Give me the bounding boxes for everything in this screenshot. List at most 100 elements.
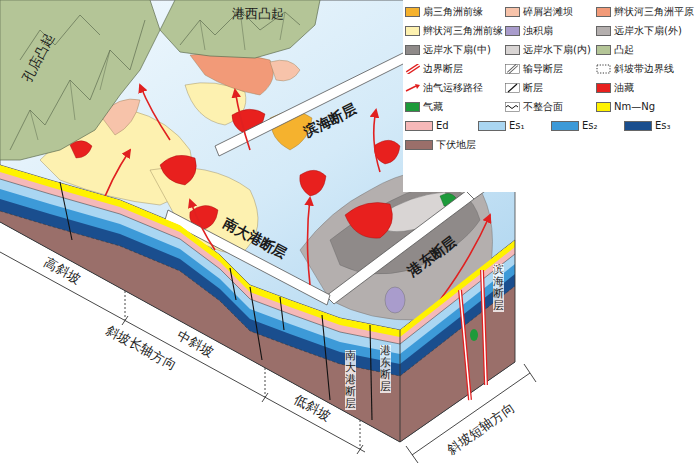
legend-text: 远岸水下扇(内): [523, 44, 591, 56]
fault-strips-part: [215, 52, 405, 156]
legend-item: Es₁: [478, 120, 525, 132]
legend-item: 输导断层: [505, 63, 563, 75]
legend-item: Ed: [405, 120, 449, 132]
legend-text: 碎屑岩滩坝: [523, 6, 573, 18]
fault-name: 滨海断层: [493, 264, 504, 312]
legend-item: 远岸水下扇(中): [405, 44, 491, 56]
legend-symbol: [505, 102, 520, 112]
uplift-mountains-part: [160, 0, 320, 58]
legend-item: 斜坡带边界线: [596, 63, 674, 75]
legend-swatch: [596, 102, 611, 112]
legend-swatch: [405, 26, 420, 36]
block-edges: [0, 222, 515, 442]
oil-pools-part: [70, 141, 92, 158]
legend-text: 凸起: [614, 44, 634, 56]
legend-text: 油气运移路径: [423, 82, 483, 94]
fault-strips-part: [326, 191, 474, 304]
legend-swatch: [405, 45, 420, 55]
legend-line-sample: [405, 83, 420, 93]
legend-text: 输导断层: [523, 63, 563, 75]
section-faults-part: [322, 315, 330, 400]
legend-swatch: [596, 83, 611, 93]
axis-label: 斜坡长轴方向: [103, 322, 179, 373]
section-faults-part: [370, 325, 372, 420]
legend-swatch: [596, 26, 611, 36]
legend-swatch: [624, 121, 652, 131]
legend-item: Es₃: [624, 120, 671, 132]
legend-text: 断层: [523, 82, 543, 94]
legend-swatch: [596, 45, 611, 55]
legend-ground: [403, 0, 700, 192]
oil-pools-part: [160, 155, 196, 185]
legend-swatch: [405, 7, 420, 17]
legend-swatch: [505, 7, 520, 17]
legend-symbol: [505, 64, 520, 74]
slope-axis-lines-part: [262, 393, 268, 402]
slope-axis-lines-part: [524, 364, 536, 382]
legend-item: 远岸水下扇(外): [596, 25, 682, 37]
legend-item: 油气运移路径: [405, 82, 483, 94]
uplift-name: 港西凸起: [232, 6, 284, 22]
legend-symbol: [405, 83, 420, 93]
legend-symbol: [505, 83, 520, 93]
section-faults-part: [230, 268, 236, 300]
legend-text: 辫状河三角洲平原: [614, 6, 694, 18]
slope-axis-lines-part: [360, 420, 361, 449]
slope-axis-lines-part: [125, 291, 126, 320]
legend-swatch: [596, 7, 611, 17]
legend-swatch: [551, 121, 579, 131]
legend-symbol: [405, 64, 420, 74]
legend-swatch: [405, 140, 433, 150]
oil-pools-part: [300, 170, 326, 196]
legend-item: 浊积扇: [505, 25, 553, 37]
axis-label: 斜坡短轴方向: [445, 400, 518, 457]
legend-item: 辫状河三角洲平原: [596, 6, 694, 18]
boundary-faults-part: [482, 270, 486, 385]
legend-item: 气藏: [405, 101, 443, 113]
migration-arrows-part: [235, 90, 250, 150]
uplift-mountains: [0, 0, 320, 160]
legend-item: 碎屑岩滩坝: [505, 6, 573, 18]
slope-axis-lines-part: [357, 445, 363, 454]
legend-text: Es₁: [509, 120, 525, 132]
legend-item: Nm—Ng: [596, 101, 655, 113]
section-faults-part: [60, 182, 72, 240]
subaqueous-fan-part: [385, 287, 405, 313]
legend-text: Ed: [436, 120, 449, 132]
legend-swatch: [405, 102, 420, 112]
legend-text: 气藏: [423, 101, 443, 113]
legend-line-sample: [405, 64, 420, 74]
legend-item: 断层: [505, 82, 543, 94]
legend-text: 浊积扇: [523, 25, 553, 37]
legend-text: 油藏: [614, 82, 634, 94]
legend-text: Es₂: [582, 120, 598, 132]
legend-text: 边界断层: [423, 63, 463, 75]
legend-text: Es₃: [655, 120, 671, 132]
legend-item: 边界断层: [405, 63, 463, 75]
fault-name: 南大港断层: [345, 350, 356, 410]
front-strata-part: [0, 211, 400, 376]
fan-delta-patches-part: [270, 60, 300, 81]
slope-axis-lines-part: [122, 316, 128, 325]
fan-delta-patches-part: [190, 53, 273, 95]
legend-text: 下伏地层: [436, 139, 476, 151]
legend-item: 扇三角洲前缘: [405, 6, 483, 18]
boundary-faults-part: [460, 290, 470, 400]
legend-swatch: [505, 26, 520, 36]
legend-line-sample: [505, 83, 520, 93]
legend-item: Es₂: [551, 120, 598, 132]
migration-arrows-part: [308, 198, 311, 285]
fault-name: 港东断层: [380, 345, 391, 393]
section-faults-part: [250, 287, 262, 360]
slope-axis-lines-part: [406, 446, 418, 463]
legend-text: 辫状河三角洲前缘: [423, 25, 503, 37]
legend-line-sample: [596, 64, 611, 74]
legend-swatch: [478, 121, 506, 131]
boundary-faults-part: [470, 329, 478, 341]
legend-line-sample: [505, 64, 520, 74]
legend-symbol: [596, 64, 611, 74]
block-edges-part: [0, 222, 515, 442]
legend-item: 辫状河三角洲前缘: [405, 25, 503, 37]
section-faults: [60, 182, 372, 420]
